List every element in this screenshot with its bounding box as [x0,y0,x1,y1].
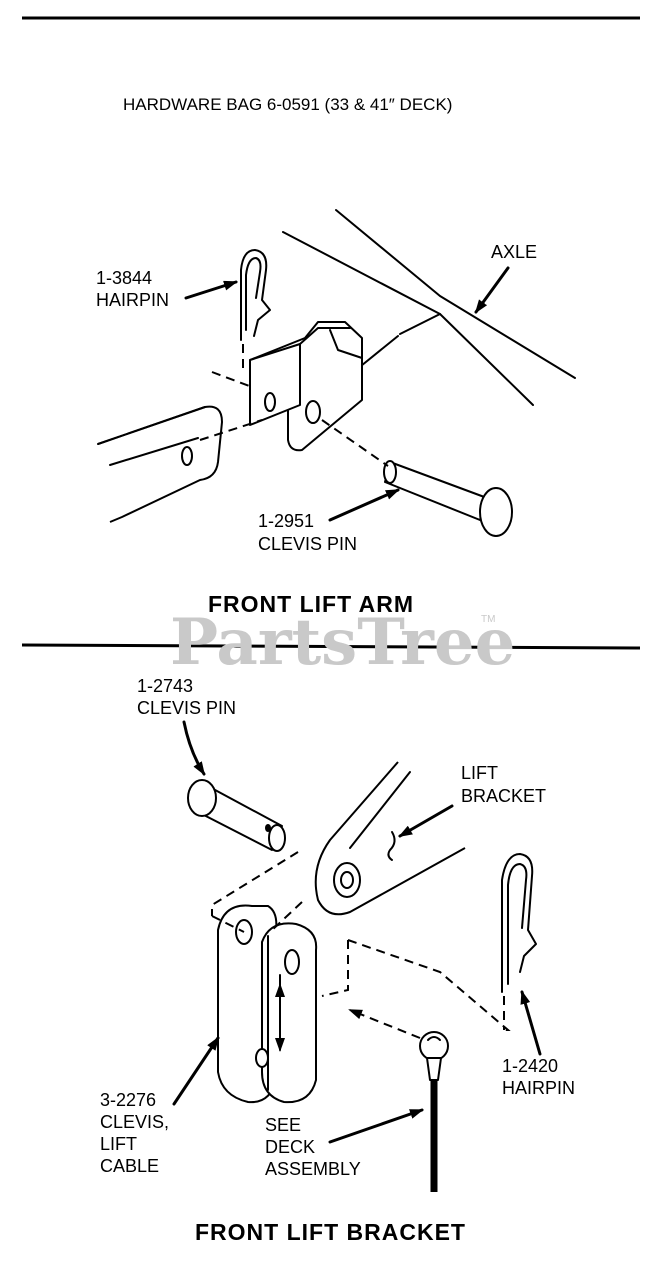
clevis-pin-2-arrow [182,720,206,776]
clevis-pin-1-part-number: 1-2951 [258,511,314,531]
lift-cable-clevis-drawing [217,904,318,1104]
clevis-label-line1: CLEVIS, [100,1112,169,1132]
hairpin-1-arrow [184,280,238,300]
clevis-part-number: 3-2276 [100,1090,156,1110]
watermark-trademark: TM [481,614,495,625]
watermark: PartsTree [170,605,515,680]
front-bracket-drawing [249,321,363,452]
hairpin-2-drawing [501,853,537,1030]
axle-label: AXLE [491,242,537,262]
hairpin-1-drawing [240,249,271,372]
lift-bracket-label-line2: BRACKET [461,786,546,806]
hairpin-1-part-number: 1-3844 [96,268,152,288]
hairpin-2-name: HAIRPIN [502,1078,575,1098]
middle-rule [21,643,641,650]
lift-cable-drawing [419,1031,449,1192]
clevis-pin-1-drawing [383,460,513,537]
hairpin-2-arrow [520,990,542,1056]
hardware-bag-header: HARDWARE BAG 6-0591 (33 & 41″ DECK) [123,95,452,114]
front-lift-bracket-title: FRONT LIFT BRACKET [195,1219,466,1245]
clevis-pin-2-name: CLEVIS PIN [137,698,236,718]
hairpin-1-name: HAIRPIN [96,290,169,310]
see-deck-arrow [328,1108,424,1144]
clevis-pin-2-part-number: 1-2743 [137,676,193,696]
front-lift-bracket-illustration [187,761,537,1192]
clevis-pin-1-name: CLEVIS PIN [258,534,357,554]
front-lift-arm-illustration [97,209,576,537]
see-deck-line3: ASSEMBLY [265,1159,361,1179]
axle-drawing [282,209,576,406]
lift-bracket-arrow [398,804,454,838]
front-lift-arm-title: FRONT LIFT ARM [208,591,414,617]
hairpin-2-part-number: 1-2420 [502,1056,558,1076]
lift-arm-drawing [97,405,223,523]
clevis-arrow [172,1036,220,1106]
see-deck-line1: SEE [265,1115,301,1135]
see-deck-line2: DECK [265,1137,315,1157]
clevis-label-line3: CABLE [100,1156,159,1176]
clevis-label-line2: LIFT [100,1134,137,1154]
clevis-pin-1-arrow [328,488,400,522]
lift-bracket-drawing [314,761,466,916]
clevis-pin-2-drawing [187,779,286,852]
axle-arrow [474,266,510,314]
lift-bracket-label-line1: LIFT [461,763,498,783]
